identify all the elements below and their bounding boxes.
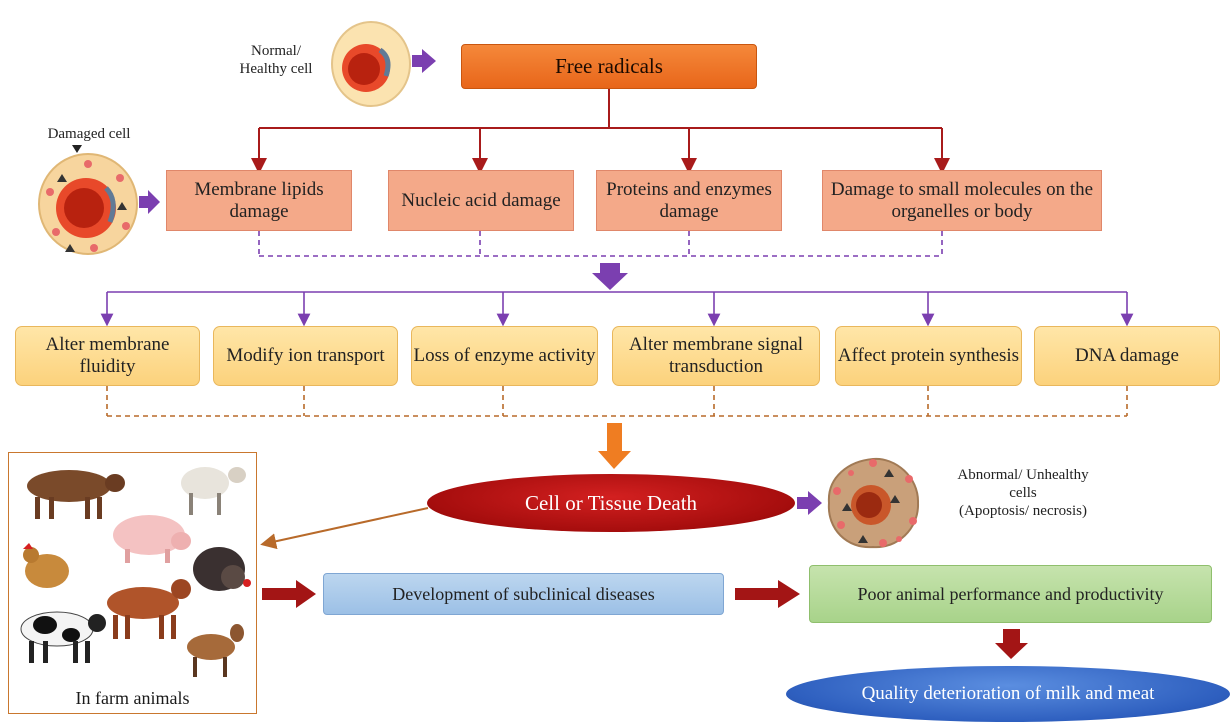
poor-performance-box: Poor animal performance and productivity [809,565,1212,623]
unhealthy-cells-label: Abnormal/ Unhealthy cells (Apoptosis/ ne… [957,467,1089,519]
damaged-cell-label: Damaged cell [47,126,131,142]
effect-dna-damage: DNA damage [1034,326,1220,386]
sheep-icon [181,467,246,515]
damage-membrane-lipids: Membrane lipids damage [166,170,352,231]
farm-animals-panel: In farm animals [8,452,257,714]
effect-signal-transduction: Alter membrane signal transduction [612,326,820,386]
damaged-cell-icon [38,153,138,255]
farm-animals-illustration [20,467,251,677]
cell-death-node: Cell or Tissue Death [427,474,795,532]
quality-deterioration-node: Quality deterioration of milk and meat [786,666,1230,722]
brown-cow-icon [27,470,125,519]
ox-icon [107,579,191,639]
effect-enzyme-activity: Loss of enzyme activity [411,326,598,386]
damage-proteins-enzymes: Proteins and enzymes damage [596,170,782,231]
effect-ion-transport: Modify ion transport [213,326,398,386]
healthy-cell-icon [331,21,411,107]
farm-animals-label: In farm animals [75,688,190,708]
pig-icon [113,515,191,563]
effect-protein-synthesis: Affect protein synthesis [835,326,1022,386]
subclinical-diseases-box: Development of subclinical diseases [323,573,724,615]
turkey-icon [193,547,251,591]
free-radicals-box: Free radicals [461,44,757,89]
dairy-cow-icon [20,611,106,663]
damage-nucleic-acid: Nucleic acid damage [388,170,574,231]
effect-membrane-fluidity: Alter membrane fluidity [15,326,200,386]
hen-icon [23,543,69,588]
damage-small-molecules: Damage to small molecules on the organel… [822,170,1102,231]
healthy-cell-label: Normal/ Healthy cell [239,43,313,77]
pointer-icon [72,145,82,153]
unhealthy-cell-icon [827,457,920,549]
goat-icon [187,624,244,677]
